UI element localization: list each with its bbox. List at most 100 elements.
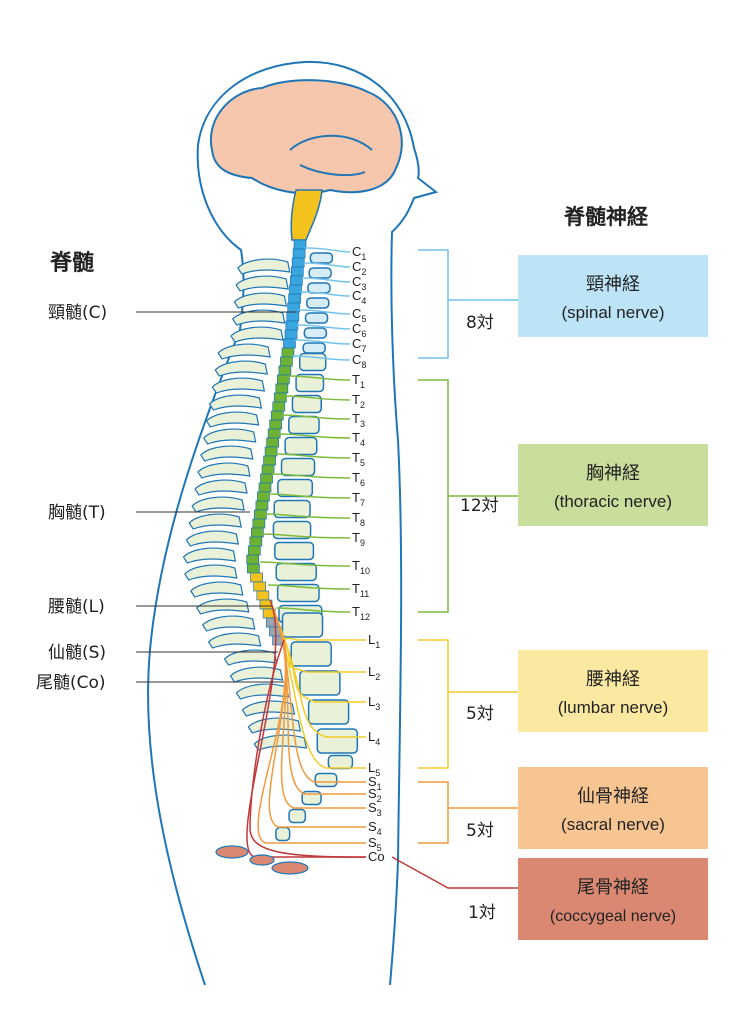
vertebra-number: 1 — [377, 782, 382, 792]
vertebra-letter: S — [368, 800, 377, 815]
vertebra-letter: C — [352, 288, 361, 303]
vertebra-label: L5 — [368, 760, 380, 778]
nerve-line — [268, 623, 366, 828]
vertebra-letter: T — [352, 581, 360, 596]
spinous-process — [207, 632, 262, 649]
vertebral-body — [299, 670, 341, 696]
vertebra-number: 5 — [375, 768, 380, 778]
vertebra-label: T1 — [352, 372, 365, 390]
nerve-line — [278, 433, 351, 439]
spinous-process — [182, 547, 237, 564]
spinal-cord-segment — [255, 500, 269, 511]
vertebra-letter: L — [368, 632, 375, 647]
vertebra-letter: T — [352, 411, 360, 426]
nerve-line — [304, 247, 351, 253]
nerve-line — [271, 473, 351, 479]
spinal-cord-segment — [280, 356, 293, 367]
vertebra-letter: T — [352, 510, 360, 525]
spinous-process — [223, 649, 278, 666]
vertebral-body — [277, 478, 314, 498]
vertebra-letter: T — [352, 530, 360, 545]
count-lumbar: 5対 — [466, 704, 494, 724]
vertebra-letter: L — [368, 760, 375, 775]
vertebra-number: 2 — [360, 400, 365, 410]
vertebral-body — [304, 312, 329, 324]
vertebra-label: T7 — [352, 490, 365, 508]
vertebra-label: C3 — [352, 274, 366, 292]
spinal-cord-segment — [277, 374, 290, 385]
count-sacral: 5対 — [466, 821, 494, 841]
spinal-cord-segment — [249, 536, 263, 547]
spinal-cord-segment — [291, 257, 305, 268]
vertebra-label: C7 — [352, 336, 366, 354]
vertebral-body — [280, 457, 316, 477]
vertebra-number: 10 — [360, 566, 370, 576]
count-cervical: 8対 — [466, 313, 494, 333]
spinous-process — [189, 581, 244, 598]
coccyx-fragment — [249, 854, 275, 866]
spinal-cord-segment — [260, 473, 273, 484]
spinal-cord-segment — [250, 572, 263, 583]
spinal-cord-segment — [278, 365, 292, 376]
vertebra-number: 3 — [377, 808, 382, 818]
nerve-box-jp: 仙骨神経 — [577, 786, 649, 807]
vertebra-number: 5 — [361, 314, 366, 324]
vertebra-letter: C — [352, 274, 361, 289]
spinal-cord-segment — [273, 392, 287, 403]
nerve-line — [268, 584, 351, 590]
coccyx-fragment — [271, 861, 309, 875]
vertebral-body — [274, 541, 315, 561]
nerve-line — [257, 629, 366, 844]
spinal-cord-segment — [272, 401, 286, 412]
vertebra-letter: T — [352, 470, 360, 485]
region-label-text: 尾髄(Co) — [36, 673, 106, 693]
vertebral-bodies — [272, 252, 359, 842]
nerve-box-bg — [518, 767, 708, 849]
vertebra-number: 6 — [361, 329, 366, 339]
vertebra-label: T4 — [352, 430, 365, 448]
vertebra-label: T3 — [352, 411, 365, 429]
spinal-cord-segment — [261, 464, 275, 475]
spinal-cord-segment — [246, 554, 260, 565]
vertebral-body — [288, 808, 307, 824]
spinous-process — [233, 292, 288, 309]
nerve-box-cervical: 頸神経 (spinal nerve) — [518, 255, 708, 337]
spinal-cord-segment — [250, 527, 264, 538]
vertebra-letter: T — [352, 372, 360, 387]
vertebra-number: 8 — [360, 518, 365, 528]
vertebral-body — [309, 252, 334, 264]
spinal-cord-segment — [267, 428, 281, 439]
vertebra-number: 3 — [375, 702, 380, 712]
vertebra-number: 1 — [360, 380, 365, 390]
body-outline — [147, 60, 439, 986]
region-label-cervical: 頸髄(C) — [48, 303, 296, 323]
vertebra-number: 4 — [360, 438, 365, 448]
nerve-box-jp: 頸神経 — [586, 274, 640, 295]
spinal-cord-segment — [247, 545, 261, 556]
nerve-box-jp: 胸神経 — [586, 463, 640, 484]
coccygeal-nerve-line — [249, 639, 367, 858]
vertebra-label: T11 — [352, 581, 369, 599]
spinal-cord-segment — [252, 518, 266, 529]
nerve-box-en: (lumbar nerve) — [558, 698, 669, 717]
spinal-cord-segment — [286, 311, 300, 322]
vertebra-letter: C — [352, 321, 361, 336]
vertebra-number: 9 — [360, 538, 365, 548]
spinous-process — [201, 615, 256, 632]
vertebra-number: 1 — [361, 252, 366, 262]
vertebra-label: C8 — [352, 352, 366, 370]
vertebra-label: T6 — [352, 470, 365, 488]
nerve-line — [300, 291, 351, 297]
spinous-process — [235, 683, 290, 700]
nerve-line — [297, 324, 351, 330]
spinous-process — [202, 428, 257, 445]
nerve-line — [298, 309, 351, 315]
vertebral-body — [307, 282, 331, 294]
spinous-process — [191, 496, 245, 513]
vertebral-body — [308, 267, 332, 279]
vertebral-body — [290, 641, 332, 667]
vertebra-number: 1 — [375, 640, 380, 650]
nerve-line — [275, 453, 351, 459]
vertebra-label: Co — [368, 849, 385, 864]
vertebral-body — [303, 327, 328, 339]
